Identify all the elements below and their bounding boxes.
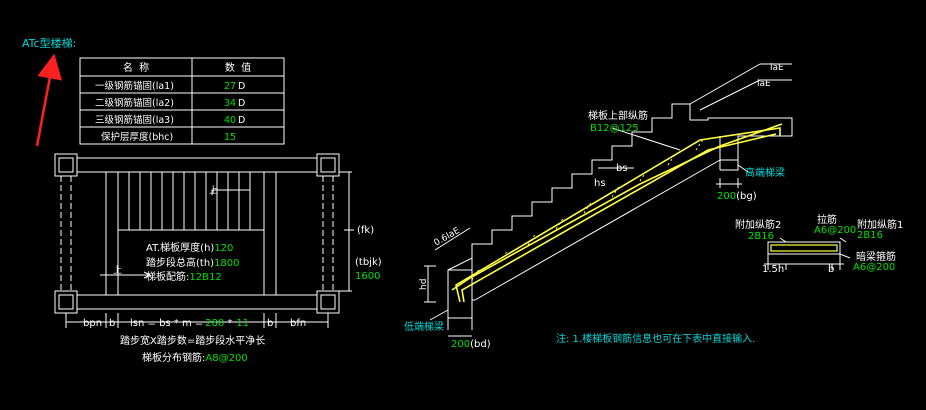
table-header-value: 数 值 (225, 61, 251, 74)
lsn-value[interactable]: 280 (205, 318, 224, 329)
distribution-rebar-label: 梯板分布钢筋:A8@200 (142, 351, 248, 364)
drawing-title: ATc型楼梯: (22, 36, 76, 50)
lae-label: laE (757, 79, 771, 89)
upper-rebar-value[interactable]: B12@125 (590, 123, 639, 134)
slab-rebar-value[interactable]: 12B12 (189, 272, 221, 283)
plan-view (54, 153, 354, 328)
slab-thickness-label: AT.梯板厚度(h)120 (146, 241, 233, 254)
hd-label: hd (419, 279, 429, 290)
add-bar2-value[interactable]: 2B16 (748, 231, 774, 242)
step-count-value[interactable]: 11 (236, 318, 249, 329)
bg-dimension: 200(bg) (717, 191, 757, 202)
lae-label: laE (770, 63, 784, 73)
lower-lae-label: 0.6laE (433, 226, 463, 249)
table-header-name: 名 称 (123, 61, 149, 74)
slab-rebar-label: 梯板配筋:12B12 (146, 270, 222, 283)
hs-label: hs (594, 178, 606, 189)
section-view (424, 63, 793, 337)
b-label: b (109, 318, 115, 329)
stair-height-value[interactable]: 1800 (214, 258, 239, 269)
table-row-name: 保护层厚度(bhc) (101, 131, 173, 143)
red-arrow-icon (35, 53, 62, 147)
bd-value[interactable]: 200 (451, 339, 470, 350)
up-label: 上 (209, 185, 218, 196)
table-row-name: 二级钢筋锚固(la2) (95, 97, 174, 109)
table-row-name: 三级钢筋锚固(la3) (95, 114, 174, 126)
up-label: 上 (113, 265, 122, 276)
lsn-label: lsn = bs * m =280*11 (130, 318, 249, 329)
slab-thickness-value[interactable]: 120 (214, 243, 233, 254)
parameter-table (79, 57, 285, 145)
detail-dim-label: 1.5h (762, 264, 784, 275)
low-beam-label: 低端梯梁 (404, 320, 444, 333)
hidden-beam-label: 暗梁箍筋 (856, 250, 896, 263)
tie-label: 拉筋 (817, 213, 837, 226)
note-text: 注: 1.楼梯板钢筋信息也可在下表中直接输入. (556, 332, 755, 345)
bs-label: bs (616, 163, 628, 174)
hidden-beam-value[interactable]: A6@200 (853, 262, 895, 273)
table-row-value[interactable]: 40 (224, 115, 236, 126)
table-row-name: 一级钢筋锚固(la1) (95, 80, 174, 92)
bfn-label: bfn (290, 318, 306, 329)
upper-rebar-label: 梯板上部纵筋 (588, 109, 648, 122)
fk-label: (fk) (357, 225, 374, 236)
distribution-rebar-value[interactable]: A8@200 (205, 353, 247, 364)
tbjk-value[interactable]: 1600 (355, 271, 380, 282)
add-bar2-label: 附加纵筋2 (735, 218, 781, 231)
section-rebar (451, 123, 783, 303)
tbjk-label: (tbjk) (355, 257, 382, 268)
add-bar1-label: 附加纵筋1 (857, 218, 903, 231)
table-row-unit: D (238, 81, 245, 92)
plan-caption: 踏步宽X踏步数=踏步段水平净长 (120, 334, 265, 347)
high-beam-label: 高端梯梁 (745, 166, 785, 179)
table-row-value[interactable]: 27 (224, 81, 236, 92)
table-row-unit: D (238, 115, 245, 126)
section-rebar-dots (471, 137, 705, 281)
stair-height-label: 踏步段总高(th)1800 (146, 256, 240, 269)
table-row-value[interactable]: 34 (224, 98, 236, 109)
detail-b-label: b (828, 264, 834, 275)
bpn-label: bpn (83, 318, 102, 329)
add-bar1-value[interactable]: 2B16 (857, 230, 883, 241)
table-row-value[interactable]: 15 (224, 132, 236, 143)
bd-dimension: 200(bd) (451, 339, 491, 350)
table-row-unit: D (238, 98, 245, 109)
bg-value[interactable]: 200 (717, 191, 736, 202)
tie-value[interactable]: A6@200 (814, 225, 856, 236)
detail-view (764, 237, 851, 270)
detail-rebar (770, 244, 838, 252)
b-label: b (267, 318, 273, 329)
